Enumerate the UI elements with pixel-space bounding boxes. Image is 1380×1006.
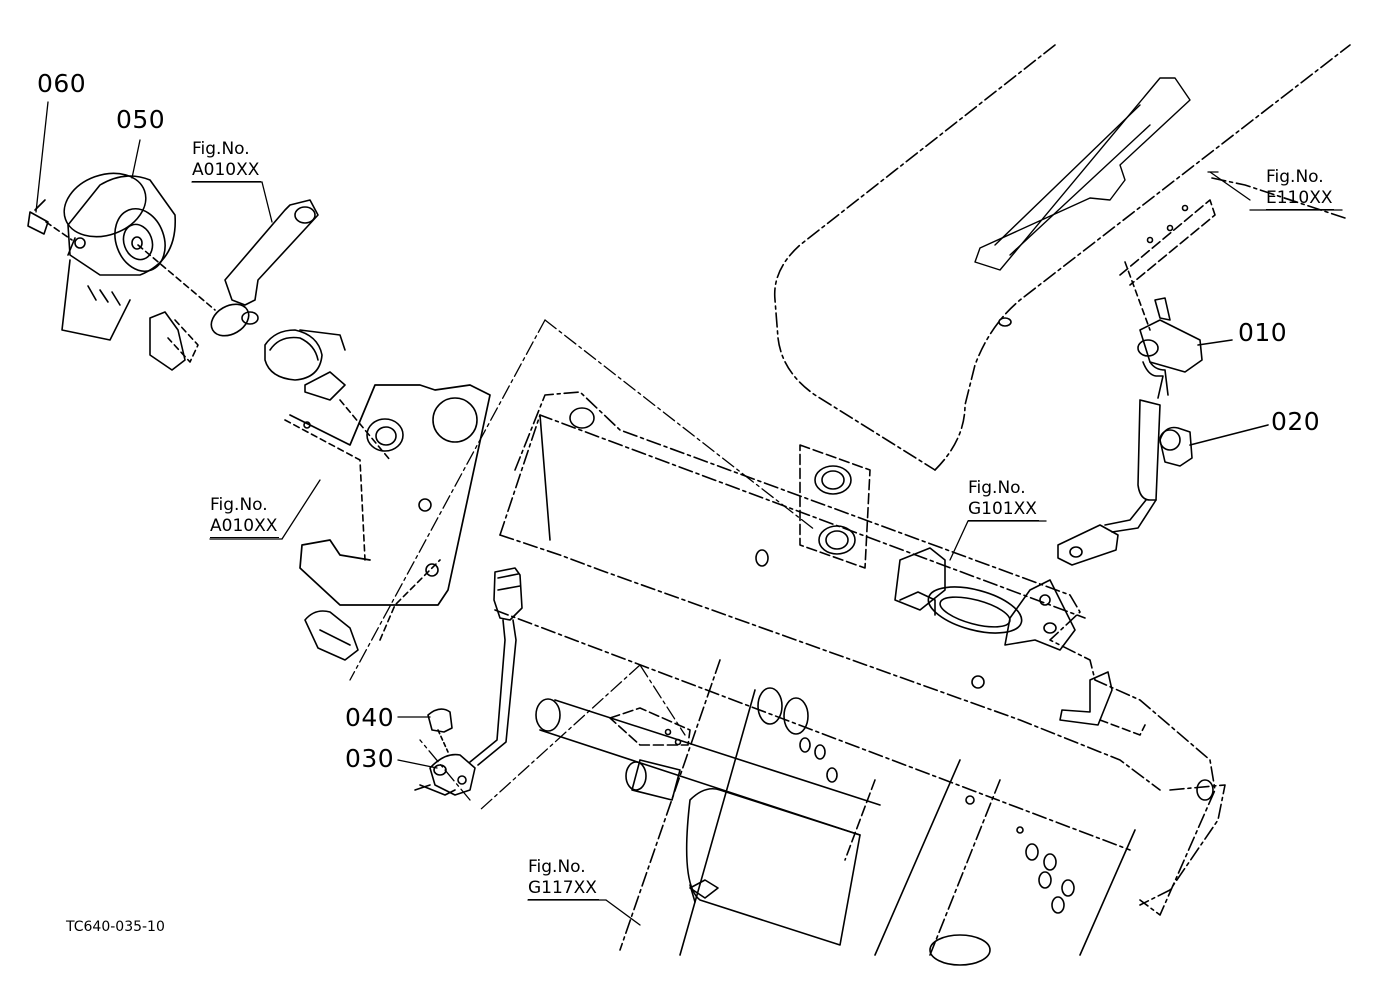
fig-ref-g101: Fig.No. G101XX [968, 478, 1039, 521]
drawing-number: TC640-035-10 [66, 919, 165, 935]
fig-ref-code: G101XX [968, 499, 1039, 521]
fig-ref-prefix: Fig.No. [968, 478, 1026, 498]
fig-ref-prefix: Fig.No. [192, 139, 250, 159]
lower-shaft [535, 698, 991, 966]
fig-ref-e110: Fig.No. E110XX [1266, 167, 1335, 210]
hood-panel [773, 44, 1351, 471]
fig-ref-a010-top: Fig.No. A010XX [192, 139, 262, 182]
fig-ref-code: E110XX [1266, 188, 1335, 210]
nut-plate [799, 444, 871, 569]
fig-ref-code: G117XX [528, 878, 599, 900]
part-label-010: 010 [1238, 318, 1288, 347]
fig-ref-code: A010XX [192, 160, 262, 182]
part-label-020: 020 [1271, 407, 1321, 436]
main-frame [494, 391, 1226, 956]
part-label-050: 050 [116, 105, 166, 134]
label-leaders [35, 101, 1343, 926]
part-label-060: 060 [37, 69, 87, 98]
mounting-bracket [284, 384, 491, 661]
part-label-040: 040 [345, 703, 395, 732]
fig-ref-prefix: Fig.No. [528, 857, 586, 877]
fig-ref-prefix: Fig.No. [210, 495, 268, 515]
fig-ref-prefix: Fig.No. [1266, 167, 1324, 187]
lever-shaft-assembly [149, 199, 391, 461]
sensor-050-assembly [27, 172, 216, 341]
part-label-030: 030 [345, 744, 395, 773]
fig-ref-a010-mid: Fig.No. A010XX [210, 495, 280, 538]
sensor-030-assembly [414, 567, 523, 796]
fig-ref-code: A010XX [210, 516, 280, 538]
clamp-assembly [894, 547, 1146, 736]
leader-lines [349, 319, 816, 811]
fig-ref-g117: Fig.No. G117XX [528, 857, 599, 900]
sensor-010-assembly [1057, 261, 1269, 566]
